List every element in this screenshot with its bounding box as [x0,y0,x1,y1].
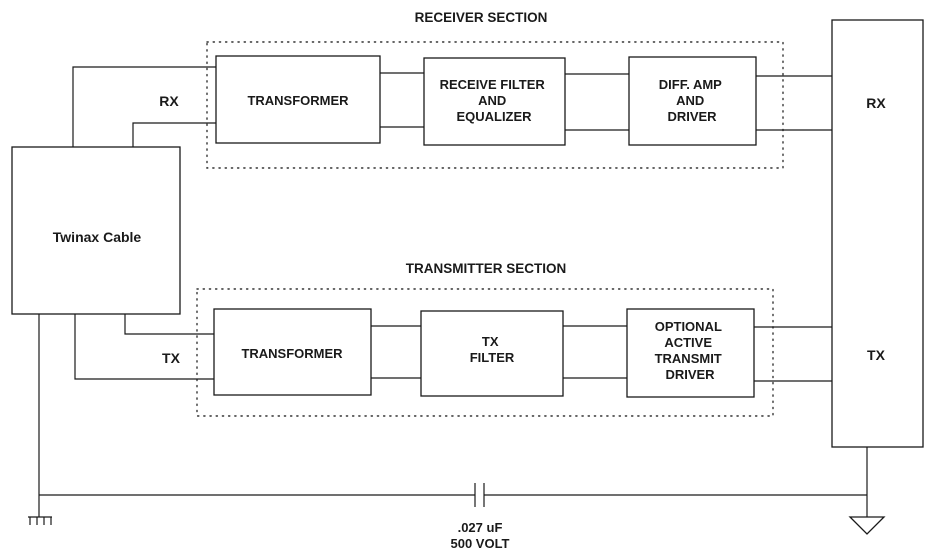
svg-text:TRANSFORMER: TRANSFORMER [247,93,349,108]
block-text: AND [676,93,704,108]
left-tx-label: TX [162,350,181,366]
block-text: DRIVER [667,109,717,124]
block-text: TRANSFORMER [241,346,343,361]
svg-text:OPTIONAL ACTIVE TR: OPTIONAL ACTIVE TRANSMIT DRIVER [655,319,726,382]
transmitter-transformer-block: TRANSFORMER [213,308,372,396]
svg-text:RECEIVE FILTER AND: RECEIVE FILTER AND EQUALIZER [440,77,549,124]
svg-text:TRANSFORMER: TRANSFORMER [241,346,343,361]
capacitor-symbol [474,483,485,507]
block-text: RECEIVE FILTER [440,77,546,92]
diff-amp-driver-block: DIFF. AMP AND DRIVER [628,56,757,146]
block-text: DIFF. AMP [659,77,722,92]
block-text: OPTIONAL [655,319,722,334]
receive-filter-equalizer-block: RECEIVE FILTER AND EQUALIZER [423,57,566,146]
receiver-section-title: RECEIVER SECTION [415,10,548,25]
transmitter-section-title: TRANSMITTER SECTION [406,261,567,276]
right-rx-label: RX [866,95,886,111]
active-transmit-driver-block: OPTIONAL ACTIVE TRANSMIT DRIVER [626,308,755,398]
block-text: TX [482,334,499,349]
tx-filter-block: TX FILTER [420,310,564,397]
block-text: FILTER [470,350,515,365]
receiver-section-outline [206,41,784,169]
block-text: TRANSMIT [655,351,722,366]
shield-ground-wiring [38,314,868,517]
twinax-cable-block [11,146,181,315]
transmitter-wiring [74,314,832,382]
block-text: EQUALIZER [456,109,532,124]
svg-text:TX FILTER: TX FILTER [470,334,515,365]
receiver-wiring [72,66,832,147]
right-interface-block [831,19,924,448]
block-text: TRANSFORMER [247,93,349,108]
block-text: ACTIVE [664,335,712,350]
left-rx-label: RX [159,93,179,109]
svg-text:DIFF. AMP AND DRIV: DIFF. AMP AND DRIVER [659,77,725,124]
right-tx-label: TX [867,347,886,363]
transmitter-section-outline [196,288,774,417]
capacitor-value: .027 uF [458,520,503,535]
block-text: DRIVER [665,367,715,382]
block-text: AND [478,93,506,108]
chassis-ground-icon [28,516,52,525]
capacitor-rating: 500 VOLT [450,536,509,551]
receiver-transformer-block: TRANSFORMER [215,55,381,144]
twinax-cable-label: Twinax Cable [53,229,142,245]
earth-ground-icon [848,516,886,535]
